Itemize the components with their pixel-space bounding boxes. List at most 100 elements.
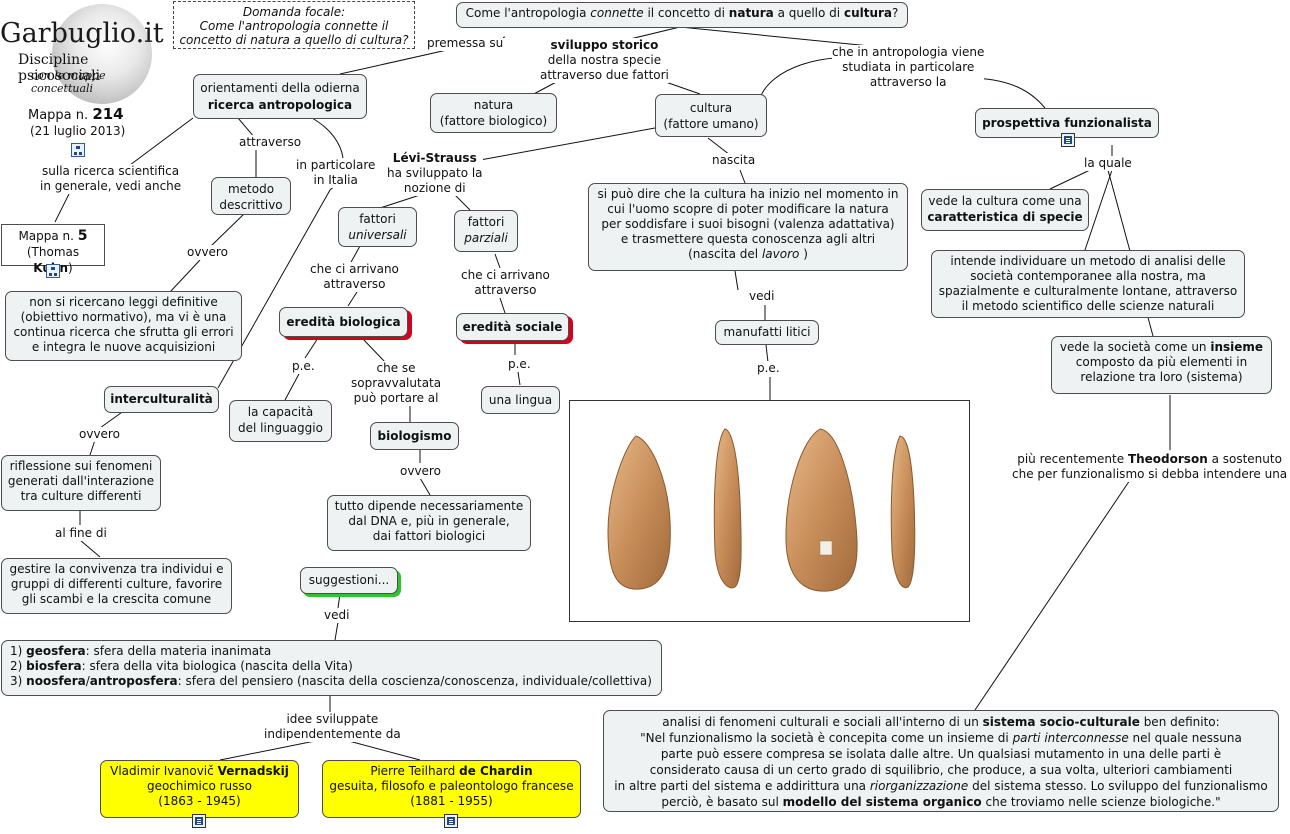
link-label-sulla-ricerca: sulla ricerca scientifica in generale, v… bbox=[40, 164, 182, 194]
node-eredita-sociale[interactable]: eredità sociale bbox=[456, 313, 569, 341]
node-eredita-biologica[interactable]: eredità biologica bbox=[279, 307, 408, 337]
text: riflessione sui fenomeni bbox=[9, 459, 153, 473]
text: per soddisfare i suoi bisogni (valenza a… bbox=[601, 217, 895, 231]
text: in altre parti del sistema e addirittura… bbox=[614, 779, 867, 793]
link-label-attraverso: attraverso bbox=[239, 135, 302, 150]
text-em: lavoro bbox=[761, 247, 800, 261]
node-biologismo[interactable]: biologismo bbox=[370, 422, 459, 450]
document-icon[interactable] bbox=[192, 814, 206, 828]
node-cultura[interactable]: cultura (fattore umano) bbox=[655, 94, 767, 137]
document-icon[interactable] bbox=[444, 814, 458, 828]
text: più recentemente Theodorson a sostenuto bbox=[1012, 452, 1287, 467]
node-natura[interactable]: natura (fattore biologico) bbox=[430, 93, 557, 133]
text: 2) bbox=[10, 659, 23, 673]
link-label-che-se: che se sopravvalutata può portare al bbox=[351, 361, 442, 406]
node-insieme[interactable]: vede la società come un insieme composto… bbox=[1051, 336, 1272, 394]
link-label-pe: p.e. bbox=[292, 359, 315, 374]
text: ben definito: bbox=[1143, 715, 1220, 729]
node-fattori-parziali[interactable]: fattori parziali bbox=[454, 210, 518, 252]
node-ricerche-continue[interactable]: non si ricercano leggi definitive (obiet… bbox=[5, 291, 242, 361]
link-label-in-particolare: in particolare in Italia bbox=[296, 158, 376, 188]
text: (Thomas bbox=[26, 245, 80, 259]
text-bold: modello del sistema organico bbox=[782, 795, 982, 809]
node-de-chardin[interactable]: Pierre Teilhard de Chardin gesuita, filo… bbox=[322, 760, 581, 818]
text: Vladimir Ivanovič Vernadskij bbox=[106, 764, 293, 779]
text: nozione di bbox=[403, 181, 466, 195]
text-bold: Vernadskij bbox=[217, 764, 289, 778]
text: parte può essere compresa se isolata dal… bbox=[660, 747, 1222, 761]
node-cultura-inizio[interactable]: si può dire che la cultura ha inizio nel… bbox=[588, 183, 908, 271]
node-riflessione[interactable]: riflessione sui fenomeni generati dall'i… bbox=[1, 455, 161, 511]
concept-map-icon[interactable] bbox=[71, 143, 85, 157]
concept-map-icon[interactable] bbox=[46, 264, 60, 278]
text: attraverso bbox=[323, 277, 386, 291]
text-bold: geosfera bbox=[26, 644, 86, 658]
logo-title: Garbuglio.it bbox=[0, 18, 164, 49]
site-logo[interactable]: Garbuglio.it Discipline psicosociali con… bbox=[0, 4, 170, 104]
stone-tools-image bbox=[569, 400, 970, 622]
link-label-sviluppo: sviluppo storico della nostra specie att… bbox=[540, 38, 669, 83]
text: in particolare bbox=[296, 158, 376, 172]
text: relazione tra loro (sistema) bbox=[1080, 370, 1243, 384]
text-bold: noosfera bbox=[26, 674, 86, 688]
node-una-lingua[interactable]: una lingua bbox=[481, 386, 560, 414]
text-em: universali bbox=[348, 228, 407, 242]
node-manufatti-litici[interactable]: manufatti litici bbox=[715, 320, 819, 345]
text: del linguaggio bbox=[238, 421, 323, 435]
text: del sistema stesso. Lo sviluppo del funz… bbox=[972, 779, 1268, 793]
text: / bbox=[85, 674, 90, 688]
text: in generale, vedi anche bbox=[40, 179, 182, 193]
text: attraverso la bbox=[869, 75, 947, 89]
text: tra culture differenti bbox=[20, 489, 142, 503]
text: cui l'uomo scopre di poter modificare la… bbox=[607, 202, 889, 216]
hand-axe-2 bbox=[713, 428, 742, 589]
text: continua ricerca che sfrutta gli errori bbox=[13, 325, 234, 339]
text-bold: de Chardin bbox=[459, 764, 533, 778]
node-gestire-convivenza[interactable]: gestire la convivenza tra individui e gr… bbox=[1, 558, 232, 614]
text: che se bbox=[376, 361, 416, 375]
node-caratteristica-specie[interactable]: vede la cultura come una caratteristica … bbox=[921, 189, 1089, 231]
main-question-node[interactable]: Come l'antropologia connette il concetto… bbox=[456, 2, 908, 28]
text: gesuita, filosofo e paleontologo frances… bbox=[329, 779, 574, 793]
node-vernadskij[interactable]: Vladimir Ivanovič Vernadskij geochimico … bbox=[100, 760, 299, 818]
link-label-pe: p.e. bbox=[508, 357, 531, 372]
text: spazialmente e culturalmente lontane, at… bbox=[938, 284, 1238, 298]
focal-question-heading: Domanda focale: bbox=[242, 5, 346, 19]
node-sfere[interactable]: 1) geosfera: sfera della materia inanima… bbox=[1, 640, 662, 696]
text-em: connette bbox=[590, 6, 644, 20]
text: tutto dipende necessariamente bbox=[334, 499, 524, 513]
text: che ci arrivano bbox=[461, 268, 550, 282]
node-suggestioni[interactable]: suggestioni... bbox=[300, 567, 398, 594]
text-em: riorganizzazione bbox=[869, 779, 969, 793]
link-label-che-arrivano: che ci arrivano attraverso bbox=[461, 268, 550, 298]
text-bold: prospettiva funzionalista bbox=[982, 116, 1152, 130]
link-label-pe: p.e. bbox=[757, 361, 780, 376]
node-sistema-socio-culturale[interactable]: analisi di fenomeni culturali e sociali … bbox=[603, 710, 1279, 812]
node-mappa-5[interactable]: Mappa n. 5 (Thomas Kuhn) bbox=[1, 224, 105, 275]
text: (nascita del lavoro ) bbox=[594, 247, 902, 262]
node-capacita-linguaggio[interactable]: la capacità del linguaggio bbox=[229, 400, 332, 442]
node-metodo-analisi[interactable]: intende individuare un metodo di analisi… bbox=[931, 250, 1245, 318]
text: che ci arrivano bbox=[310, 262, 399, 276]
text: 1) bbox=[10, 644, 23, 658]
hand-axe-1 bbox=[607, 435, 671, 590]
text: Come l'antropologia bbox=[465, 6, 587, 20]
node-dna[interactable]: tutto dipende necessariamente dal DNA e,… bbox=[327, 495, 531, 551]
node-orientamenti[interactable]: orientamenti della odierna ricerca antro… bbox=[193, 74, 367, 119]
node-metodo-descrittivo[interactable]: metodo descrittivo bbox=[211, 177, 291, 215]
text: considerato causa di un certo grado di s… bbox=[649, 763, 1233, 777]
node-fattori-universali[interactable]: fattori universali bbox=[338, 207, 417, 247]
focal-question-line: concetto di natura a quello di cultura? bbox=[179, 33, 409, 47]
node-interculturalita[interactable]: interculturalità bbox=[104, 386, 219, 413]
text: in Italia bbox=[313, 173, 358, 187]
text-bold: Theodorson bbox=[1127, 452, 1208, 466]
document-icon[interactable] bbox=[1061, 133, 1075, 147]
text-bold: biologismo bbox=[377, 429, 452, 443]
link-label-ovvero: ovvero bbox=[400, 464, 441, 479]
text: più recentemente bbox=[1017, 452, 1125, 466]
tool-tag bbox=[819, 540, 833, 556]
link-label-vedi: vedi bbox=[324, 608, 350, 623]
text: dai fattori biologici bbox=[372, 529, 486, 543]
text: ? bbox=[892, 6, 899, 20]
text: Mappa n. 5 bbox=[7, 228, 99, 244]
